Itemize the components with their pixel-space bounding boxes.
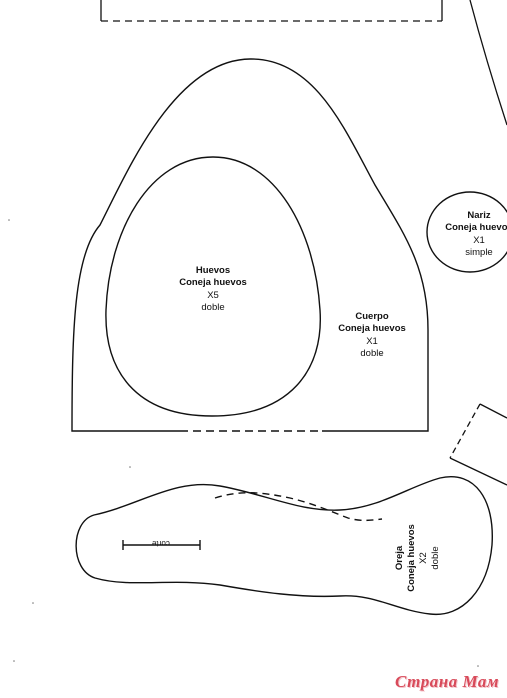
huevos-piece: [105, 156, 321, 417]
oreja-outline: [75, 476, 493, 616]
nariz-name: Coneja huevos: [445, 222, 507, 233]
huevos-name: Coneja huevos: [179, 277, 247, 288]
oreja-cut-label: corte: [152, 539, 170, 548]
cuerpo-name: Coneja huevos: [338, 323, 406, 334]
cuerpo-title: Cuerpo: [355, 311, 388, 322]
oreja-label: Oreja Coneja huevos X2 doble: [394, 524, 441, 592]
huevos-title: Huevos: [196, 265, 230, 276]
oreja-qty: X2: [418, 552, 429, 564]
top-rectangle-piece: [100, 0, 443, 22]
huevos-type: doble: [201, 302, 224, 313]
cuerpo-piece: [71, 58, 429, 432]
paper-specks: [8, 219, 479, 667]
huevos-qty: X5: [207, 290, 219, 301]
oreja-type: doble: [430, 546, 441, 569]
oreja-piece: [75, 476, 493, 616]
nariz-piece: [426, 191, 507, 273]
nariz-label: Nariz Coneja huevos X1 simple: [445, 210, 507, 258]
cuerpo-type: doble: [360, 348, 383, 359]
cuerpo-label: Cuerpo Coneja huevos X1 doble: [338, 311, 406, 359]
partial-piece-top-right: [469, 0, 507, 126]
cuerpo-qty: X1: [366, 336, 378, 347]
cuerpo-outline: [71, 58, 429, 432]
oreja-name: Coneja huevos: [406, 524, 417, 592]
watermark-logo: Страна Мам: [394, 672, 499, 691]
nariz-qty: X1: [473, 235, 485, 246]
oreja-title: Oreja: [394, 545, 405, 570]
nariz-type: simple: [465, 247, 492, 258]
partial-piece-right: [449, 403, 507, 486]
huevos-label: Huevos Coneja huevos X5 doble: [179, 265, 247, 313]
nariz-title: Nariz: [467, 210, 490, 221]
